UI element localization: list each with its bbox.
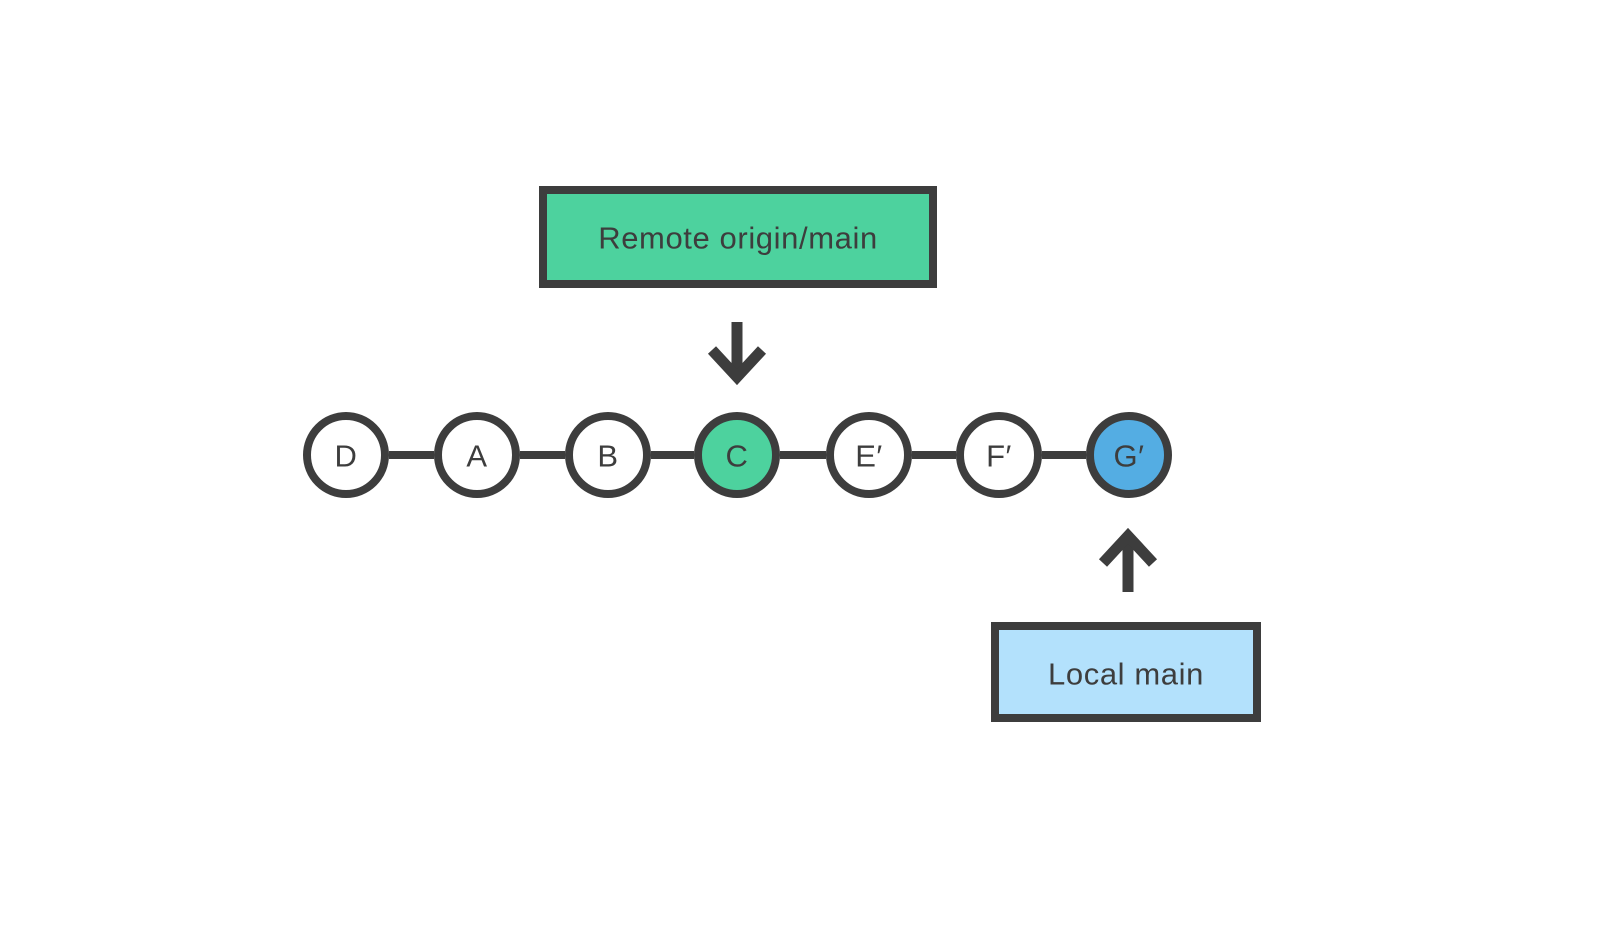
- remote-label-text: Remote origin/main: [598, 221, 878, 256]
- local-to-g-arrow: [1098, 527, 1158, 592]
- commit-circle-c: [694, 412, 780, 498]
- commit-node-f-prime[interactable]: F′: [956, 412, 1042, 498]
- remote-to-c-arrow: [707, 322, 767, 386]
- commit-label-d: D: [335, 439, 358, 474]
- commit-node-b[interactable]: B: [565, 412, 651, 498]
- local-label-rect: [991, 622, 1261, 722]
- commit-circle-b: [565, 412, 651, 498]
- commit-circle-d: [303, 412, 389, 498]
- commit-label-g-prime: G′: [1114, 439, 1145, 474]
- commit-label-a: A: [466, 439, 487, 474]
- commit-node-e-prime[interactable]: E′: [826, 412, 912, 498]
- local-to-g-arrow-head: [1098, 527, 1158, 567]
- remote-to-c-arrow-head: [707, 346, 767, 386]
- commit-circle-a: [434, 412, 520, 498]
- remote-label-box[interactable]: Remote origin/main: [539, 186, 937, 288]
- commit-nodes: D A B C E′ F′: [303, 412, 1172, 498]
- commit-node-g-prime[interactable]: G′: [1086, 412, 1172, 498]
- remote-label-rect: [539, 186, 937, 288]
- commit-node-a[interactable]: A: [434, 412, 520, 498]
- commit-circle-g-prime: [1086, 412, 1172, 498]
- local-label-box[interactable]: Local main: [991, 622, 1261, 722]
- commit-label-c: C: [726, 439, 749, 474]
- commit-label-e-prime: E′: [855, 439, 883, 474]
- commit-node-d[interactable]: D: [303, 412, 389, 498]
- commit-circle-f-prime: [956, 412, 1042, 498]
- local-label-text: Local main: [1048, 657, 1204, 692]
- commit-node-c[interactable]: C: [694, 412, 780, 498]
- commit-circle-e-prime: [826, 412, 912, 498]
- commit-label-f-prime: F′: [986, 439, 1012, 474]
- commit-label-b: B: [597, 439, 618, 474]
